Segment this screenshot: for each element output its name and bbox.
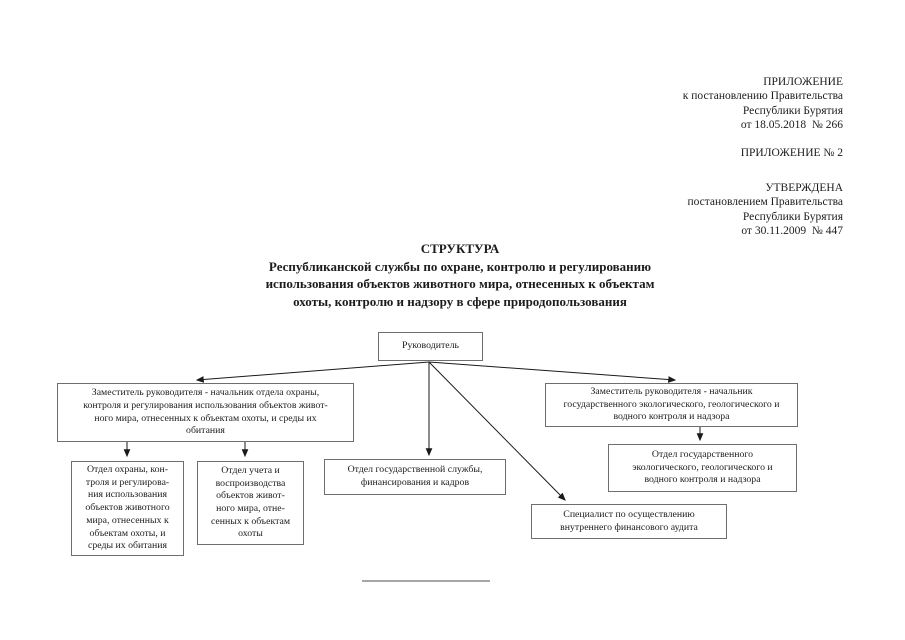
org-node-deputy-right: Заместитель руководителя - начальник гос… [545, 383, 798, 427]
footer-separator-line [362, 580, 490, 582]
document-title: СТРУКТУРА Республиканской службы по охра… [265, 241, 655, 309]
appendix-reference-block: ПРИЛОЖЕНИЕ к постановлению Правительства… [682, 76, 843, 132]
org-node-specialist-audit: Специалист по осуществлению внутреннего … [531, 504, 727, 539]
org-node-head: Руководитель [378, 332, 483, 361]
appendix-number: ПРИЛОЖЕНИЕ № 2 [740, 147, 843, 159]
org-node-dept-accounting: Отдел учета и воспроизводства объектов ж… [197, 461, 304, 545]
org-node-dept-ecology: Отдел государственного экологического, г… [608, 444, 797, 492]
org-node-dept-protection: Отдел охраны, кон- троля и регулирова- н… [71, 461, 184, 556]
org-node-dept-civil-service: Отдел государственной службы, финансиров… [324, 459, 506, 495]
approval-block: УТВЕРЖДЕНА постановлением Правительства … [687, 182, 843, 238]
connector-head-to-deputy-right [428, 361, 677, 383]
connector-head-to-deputy-left [195, 361, 430, 383]
org-node-deputy-left: Заместитель руководителя - начальник отд… [57, 383, 354, 442]
